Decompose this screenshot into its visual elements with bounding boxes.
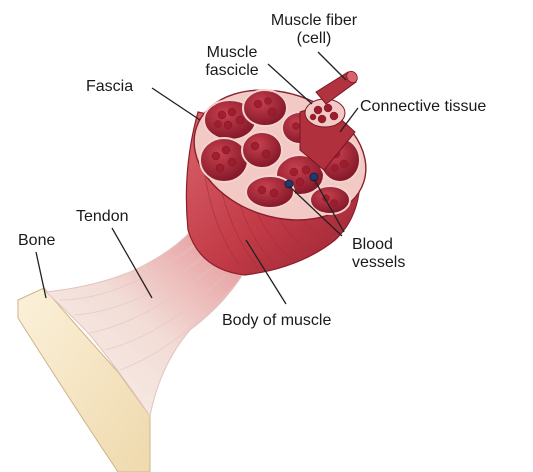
- label-blood-vessels-line2: vessels: [352, 254, 405, 272]
- leader-fascia: [152, 88, 200, 120]
- label-muscle-fiber: Muscle fiber (cell): [262, 12, 366, 48]
- label-bone: Bone: [18, 232, 55, 250]
- label-connective-tissue: Connective tissue: [360, 98, 486, 116]
- label-muscle-fascicle: Muscle fascicle: [196, 44, 268, 80]
- label-muscle-fascicle-line1: Muscle: [196, 44, 268, 62]
- label-muscle-fiber-line1: Muscle fiber: [262, 12, 366, 30]
- label-body-of-muscle: Body of muscle: [222, 312, 331, 330]
- label-blood-vessels-line1: Blood: [352, 236, 405, 254]
- label-muscle-fascicle-line2: fascicle: [196, 62, 268, 80]
- label-blood-vessels: Blood vessels: [352, 236, 405, 272]
- muscle-fiber-rod: [316, 69, 360, 104]
- leader-muscle-fiber: [318, 52, 346, 80]
- label-tendon: Tendon: [76, 208, 129, 226]
- label-muscle-fiber-line2: (cell): [262, 30, 366, 48]
- label-fascia: Fascia: [86, 78, 133, 96]
